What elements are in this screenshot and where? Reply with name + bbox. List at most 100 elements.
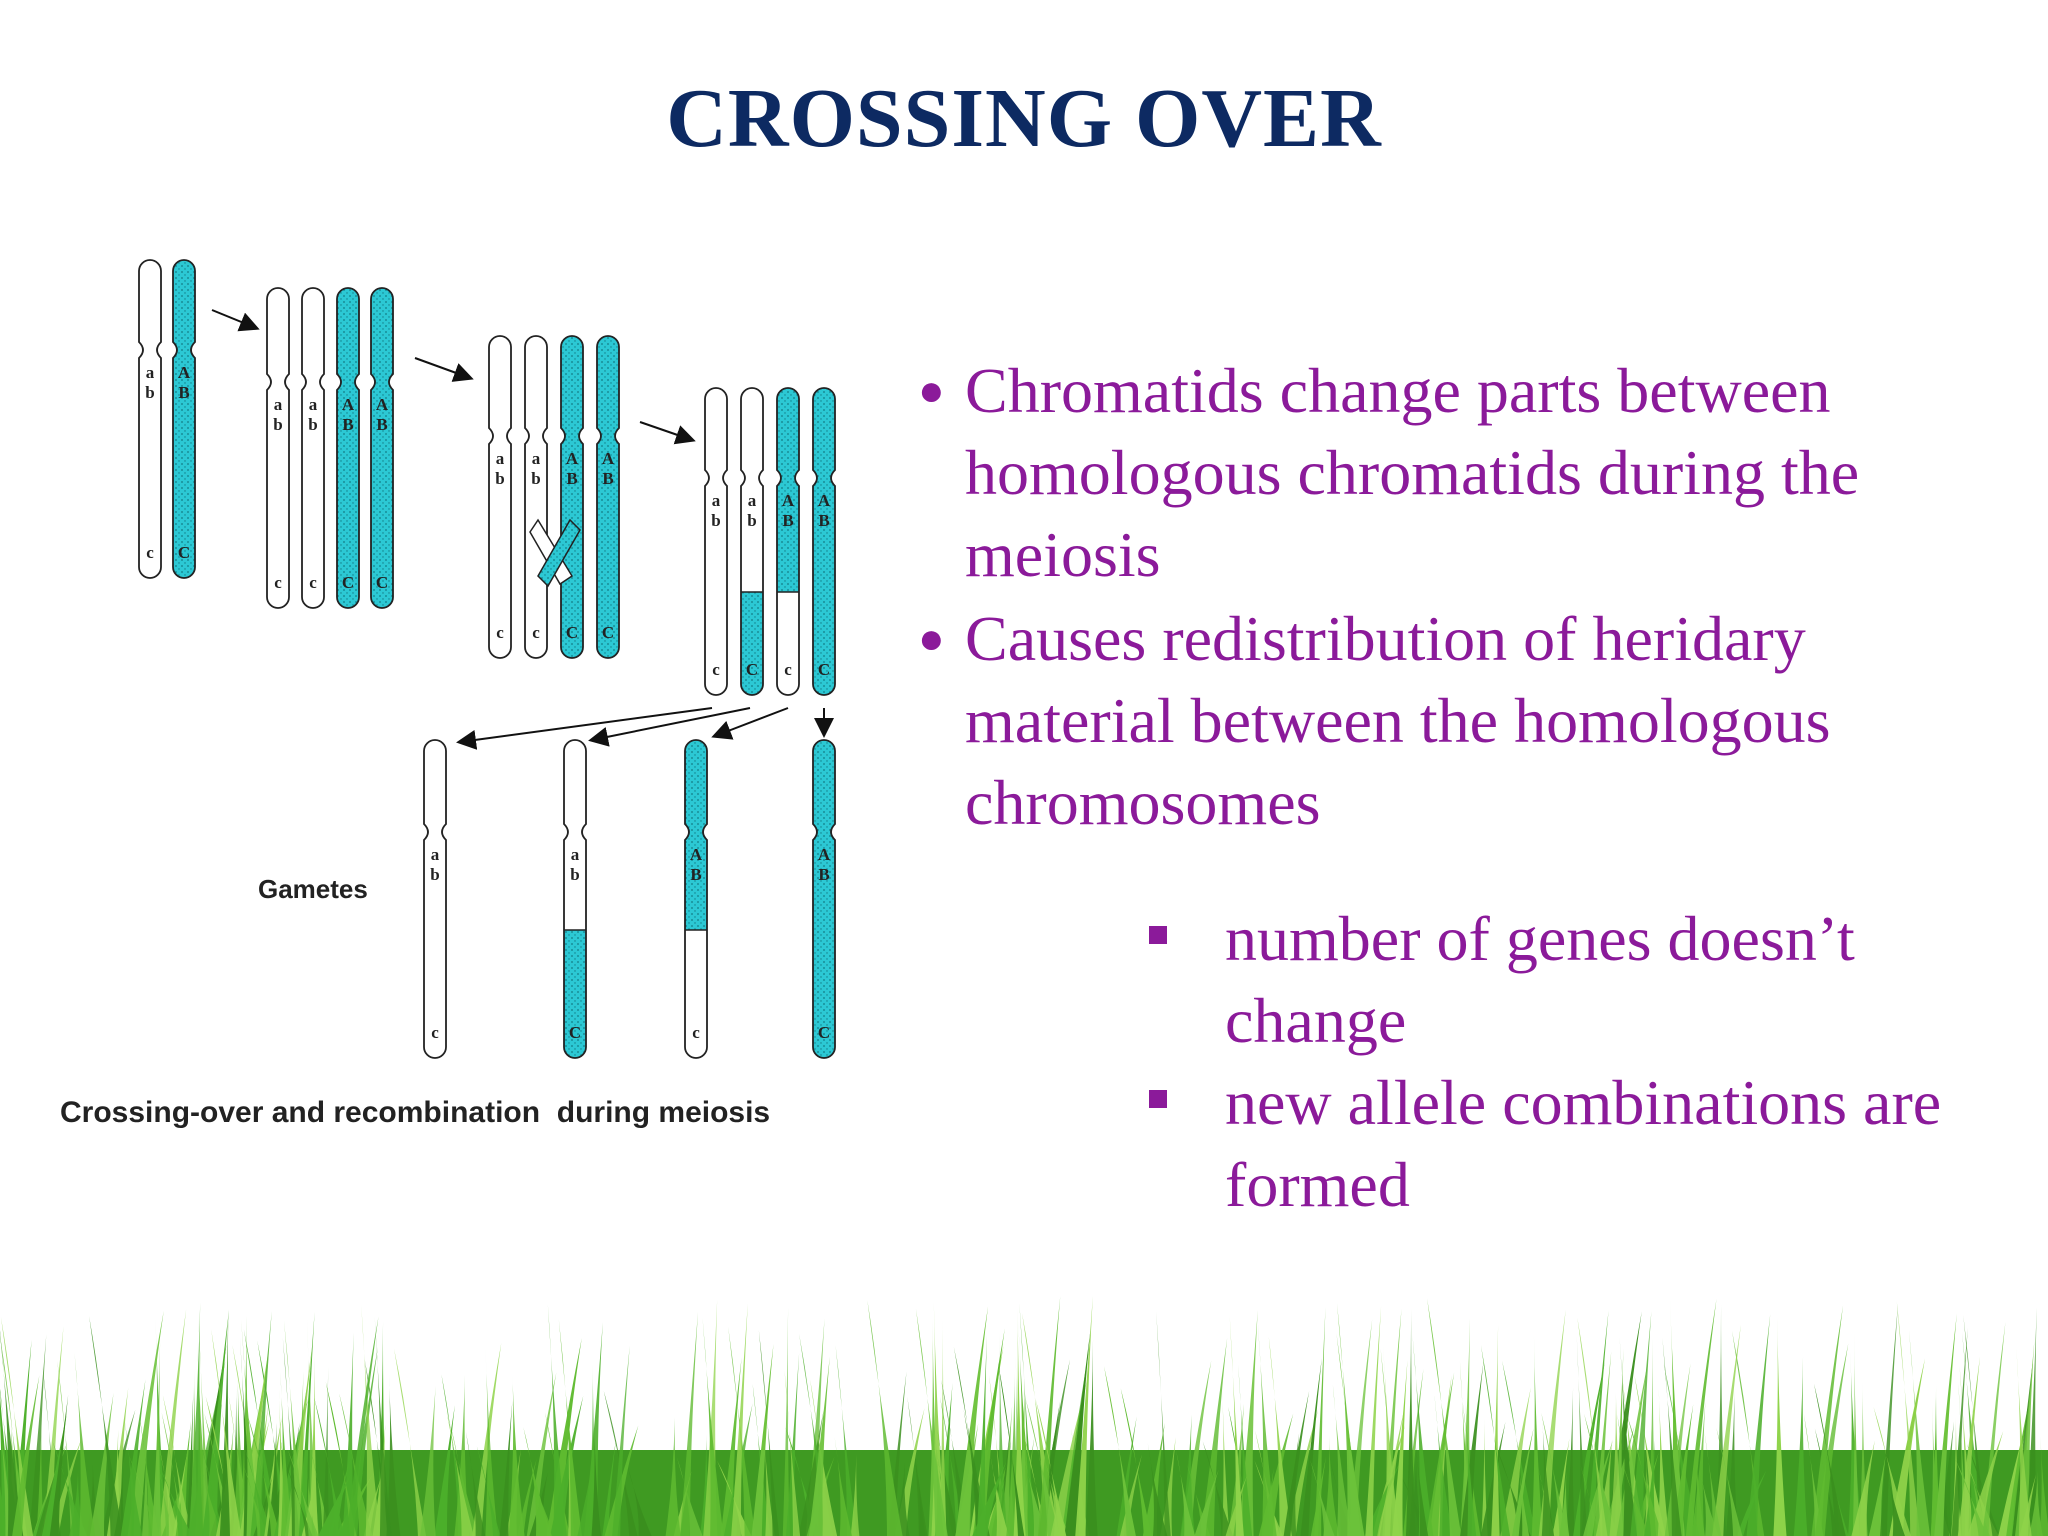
diagram-caption: Crossing-over and recombination during m… [60,1096,770,1129]
gene-label: a [748,491,757,510]
gene-label: b [747,511,756,530]
gene-label: A [178,363,191,382]
bullet-dot-icon: ● [918,366,945,415]
chromatid: AB C [370,287,394,609]
gene-label: a [431,845,440,864]
crossover-x [529,518,581,588]
chromatid: abC [563,739,587,1059]
arrow [588,707,751,747]
gene-label: B [342,415,353,434]
bullet-list: ● Chromatids change parts between homolog… [910,350,2020,846]
gene-label: b [430,865,439,884]
gene-label: C [569,1023,581,1042]
gene-label: b [145,383,154,402]
gene-label: C [818,1023,830,1042]
gene-label: a [532,449,541,468]
gene-label: b [570,865,579,884]
gene-label: A [342,395,355,414]
bullet-item: ● Chromatids change parts between homolog… [910,350,2020,596]
gametes-label: Gametes [258,874,368,904]
sub-bullet-item: new allele combinations are formed [1145,1062,2025,1226]
gene-label: c [431,1023,439,1042]
chromatid: ab c [301,287,325,609]
chromatid: ab c [266,287,290,609]
chromatid: AB C [596,335,620,659]
gene-label: a [146,363,155,382]
gene-label: A [818,845,831,864]
gene-label: A [602,449,615,468]
chromatid: AB C [172,259,196,579]
gene-label: c [146,543,154,562]
gene-label: c [692,1023,700,1042]
slide-title: CROSSING OVER [666,72,1382,165]
chromatid: AB C [812,387,836,696]
gene-label: A [690,845,703,864]
gene-label: b [308,415,317,434]
arrow-group [211,309,834,750]
gene-label: b [711,511,720,530]
chromatid: ab c [138,259,162,579]
bullet-item: ● Causes redistribution of heridary mater… [910,598,2020,844]
chromatid: AB C [560,335,584,659]
bullet-text: Chromatids change parts between homologo… [965,355,1860,590]
gene-label: b [273,415,282,434]
gene-label: a [309,395,318,414]
sub-bullet-item: number of genes doesn’t change [1145,898,2025,1062]
gene-label: B [818,511,829,530]
gene-label: B [690,865,701,884]
arrow [211,309,260,332]
chromatid: ab c [423,739,447,1059]
gene-label: C [342,573,354,592]
gene-label: b [531,469,540,488]
gene-label: B [818,865,829,884]
crossing-over-diagram: abcABCabcabcABCABCabcabcABCABCabcabCABcA… [60,259,836,1129]
gene-label: C [818,660,830,679]
chromatid: ab c [524,335,548,659]
sub-bullet-text: new allele combinations are formed [1225,1067,1942,1220]
chromatid: ab c [704,387,728,696]
chromatid: abC [740,387,764,696]
gene-label: c [274,573,282,592]
gene-label: a [496,449,505,468]
arrow [711,707,789,740]
square-bullet-icon [1149,1090,1167,1108]
sub-bullet-list: number of genes doesn’t change new allel… [1145,898,2025,1226]
gene-label: B [566,469,577,488]
gene-label: C [602,623,614,642]
gene-label: c [712,660,720,679]
arrow [639,421,696,445]
gene-label: a [274,395,283,414]
gene-label: A [782,491,795,510]
gene-label: A [818,491,831,510]
chromatid: ABc [684,739,708,1059]
gene-label: c [784,660,792,679]
gene-label: A [376,395,389,414]
gene-label: b [495,469,504,488]
sub-bullet-text: number of genes doesn’t change [1225,903,1855,1056]
grass-border [0,1296,2048,1536]
chromatid: AB C [336,287,360,609]
bullet-dot-icon: ● [918,614,945,663]
gene-label: B [376,415,387,434]
square-bullet-icon [1149,926,1167,944]
gene-label: c [532,623,540,642]
gene-label: A [566,449,579,468]
gene-label: B [782,511,793,530]
gene-label: a [712,491,721,510]
arrow [414,357,474,382]
gene-label: a [571,845,580,864]
bullet-text: Causes redistribution of heridary materi… [965,603,1831,838]
chromatid: ABc [776,387,800,696]
gene-label: C [178,543,190,562]
chromatid: AB C [812,739,836,1059]
chromatid-group: abcABCabcabcABCABCabcabcABCABCabcabCABcA… [138,259,836,1059]
gene-label: c [496,623,504,642]
gene-label: C [566,623,578,642]
gene-label: C [746,660,758,679]
gene-label: B [178,383,189,402]
chromatid: ab c [488,335,512,659]
gene-label: c [309,573,317,592]
arrow [456,707,713,750]
gene-label: B [602,469,613,488]
gene-label: C [376,573,388,592]
